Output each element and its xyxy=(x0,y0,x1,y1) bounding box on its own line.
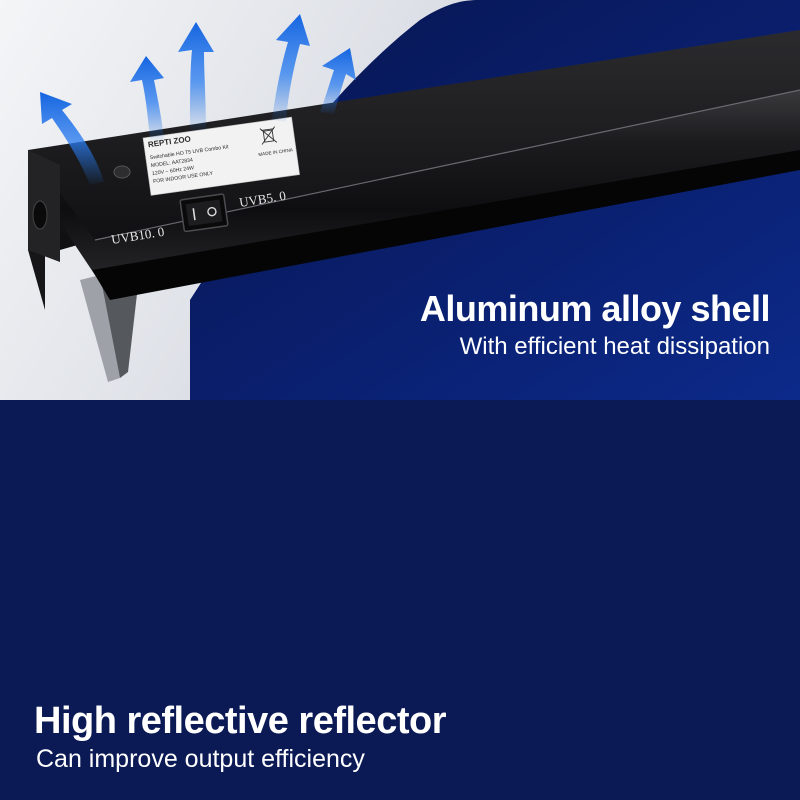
heat-flow-arrow-icon xyxy=(178,22,214,130)
reflector-feature-title: High reflective reflector xyxy=(34,700,446,742)
product-label: REPTI ZOO Switchable HO T5 UVB Combo Kit… xyxy=(142,116,300,196)
heat-flow-arrow-icon xyxy=(130,56,164,140)
heat-flow-arrows xyxy=(40,14,356,185)
crossed-bin-icon xyxy=(259,126,278,145)
heat-flow-arrow-icon xyxy=(272,14,310,122)
label-origin: MADE IN CHINA xyxy=(258,147,294,157)
heat-flow-arrow-icon xyxy=(320,48,356,114)
shell-feature-title: Aluminum alloy shell xyxy=(419,288,771,329)
switch-label-uvb5: UVB5. 0 xyxy=(238,188,287,210)
label-line-3: 120V ~ 60Hz 24W xyxy=(152,165,195,177)
label-line-2: MODEL: AAT2834 xyxy=(151,157,194,169)
top-panel: REPTI ZOO Switchable HO T5 UVB Combo Kit… xyxy=(0,0,800,400)
rocker-switch xyxy=(179,193,229,233)
heat-flow-arrow-icon xyxy=(40,92,104,185)
shell-feature-subtitle: With efficient heat dissipation xyxy=(459,333,770,360)
reflector-feature-subtitle: Can improve output efficiency xyxy=(36,745,365,773)
